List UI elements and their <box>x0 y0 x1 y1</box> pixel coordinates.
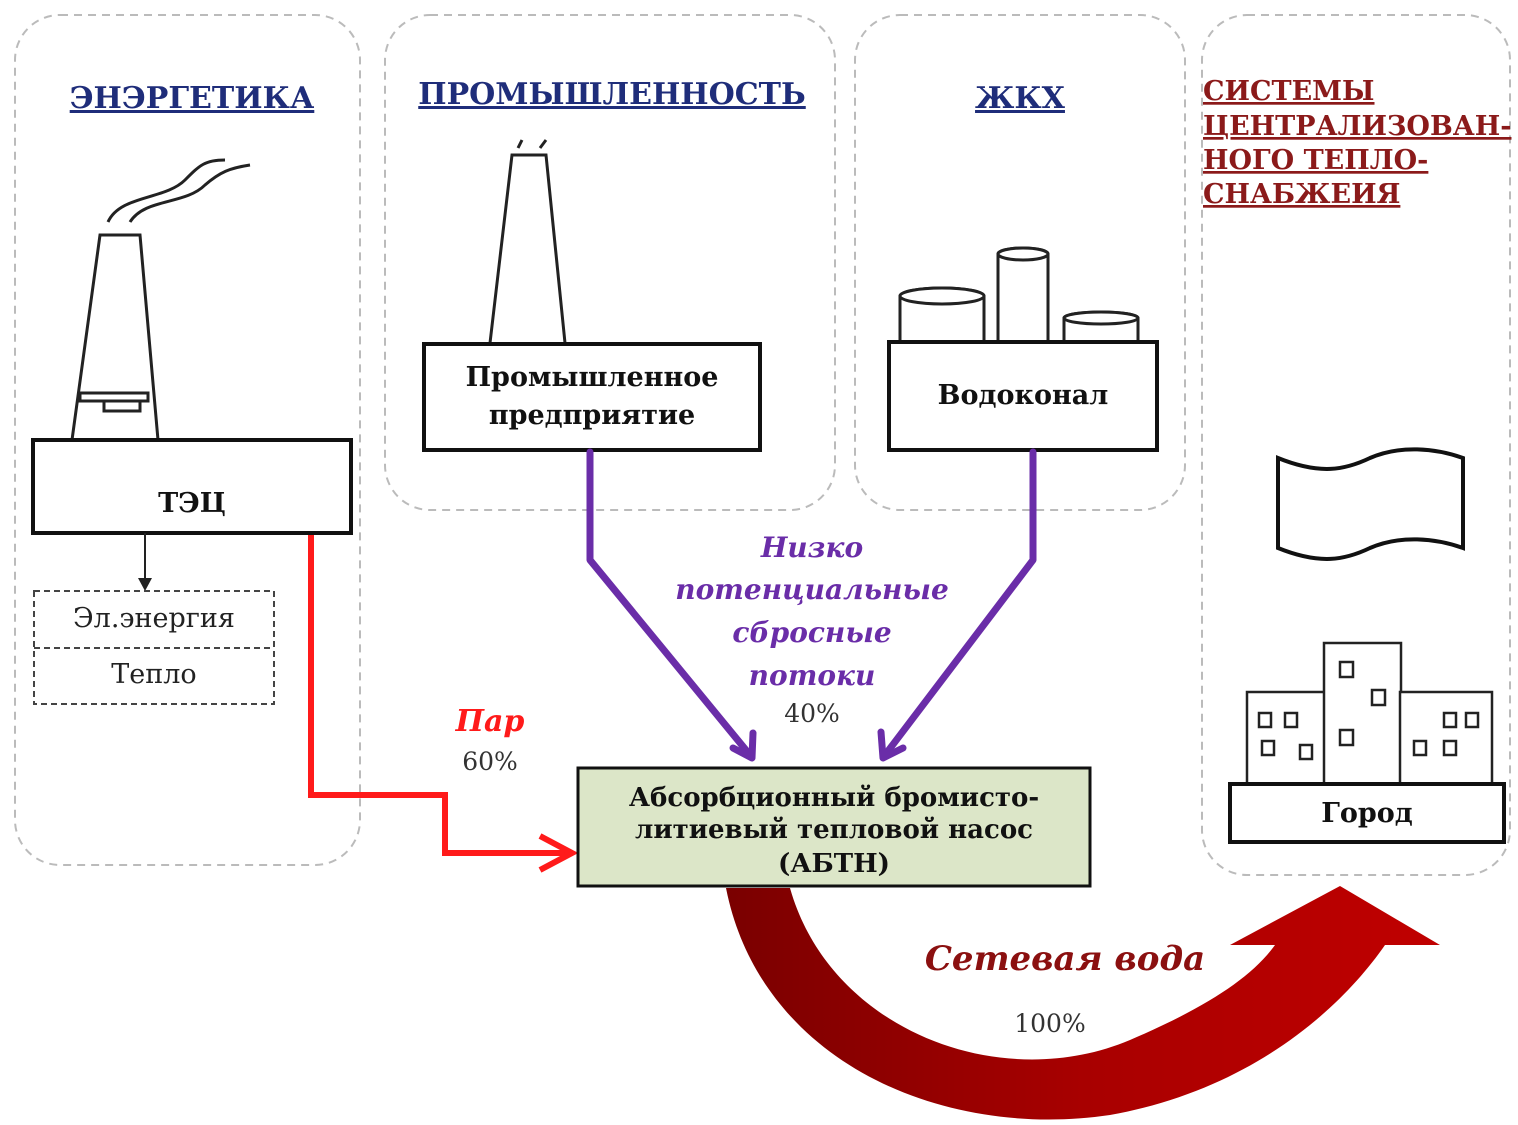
waste-arrowhead-right-icon <box>877 728 907 762</box>
network-water-percent: 100% <box>1014 1009 1085 1038</box>
section-heating-title-line: СНАБЖЕИЯ <box>1203 179 1400 210</box>
steam-label: Пар <box>455 704 525 739</box>
industrial-plant-label: предприятие <box>489 400 695 431</box>
network-water-arrow <box>726 886 1440 1120</box>
waste-stream-label-line: Низко <box>760 531 863 564</box>
waste-arrowhead-left-icon <box>729 729 757 762</box>
chp-output-electricity: Эл.энергия <box>73 603 235 634</box>
heat-pump-label: Абсорбционный бромисто- <box>629 783 1039 813</box>
section-heating-title-line: СИСТЕМЫ <box>1203 76 1375 107</box>
factory-chimney-icon <box>488 139 567 344</box>
chp-box <box>31 438 353 535</box>
city-box <box>1228 782 1506 844</box>
heat-pump-label: (АБТН) <box>778 849 890 879</box>
flag-icon <box>1276 447 1465 561</box>
section-industry-frame <box>384 14 836 511</box>
waste-stream-label-line: потоки <box>749 659 876 692</box>
section-housing-title: ЖКХ <box>975 81 1066 116</box>
waste-stream-label: Низко потенциальные сбросные потоки <box>675 531 949 692</box>
waste-stream-percent: 40% <box>784 699 840 728</box>
steam-percent: 60% <box>462 747 518 776</box>
chp-output-heat: Тепло <box>111 659 196 690</box>
steam-flow-arrow <box>308 535 572 856</box>
waste-stream-label-line: сбросные <box>732 616 891 649</box>
section-heating-title-line: НОГО ТЕПЛО- <box>1203 145 1428 176</box>
waste-stream-industry-arrow <box>586 448 754 759</box>
heat-pump-label: литиевый тепловой насос <box>635 815 1033 845</box>
water-tanks-icon <box>898 246 1140 340</box>
section-housing-frame <box>854 14 1186 511</box>
steam-arrowhead-icon <box>538 833 579 873</box>
chp-chimney-icon <box>70 158 251 441</box>
network-water-label: Сетевая вода <box>925 939 1205 979</box>
section-heating-title: СИСТЕМЫ ЦЕНТРАЛИЗОВАН- НОГО ТЕПЛО- СНАБЖ… <box>1203 76 1511 210</box>
industrial-plant-box <box>422 342 762 452</box>
city-buildings-icon <box>1245 641 1494 786</box>
steam-line <box>308 535 579 873</box>
section-heating-title-line: ЦЕНТРАЛИЗОВАН- <box>1203 111 1511 142</box>
water-utility-box <box>887 340 1159 452</box>
section-industry-title: ПРОМЫШЛЕННОСТЬ <box>418 77 806 112</box>
city-label: Город <box>1321 798 1413 829</box>
waste-stream-water-arrow <box>881 448 1037 759</box>
waste-stream-label-line: потенциальные <box>675 573 949 606</box>
industrial-plant-label: Промышленное <box>466 362 719 393</box>
heat-pump-box <box>576 766 1092 888</box>
water-utility-label: Водоконал <box>938 380 1109 411</box>
section-energy-title: ЭНЭРГЕТИКА <box>70 81 315 116</box>
section-energy-frame <box>14 14 361 866</box>
section-heating-frame <box>1201 14 1511 876</box>
chp-label: ТЭЦ <box>158 488 226 519</box>
chp-output-arrowhead-icon <box>138 578 152 591</box>
waste-stream-arrows <box>586 448 1037 762</box>
